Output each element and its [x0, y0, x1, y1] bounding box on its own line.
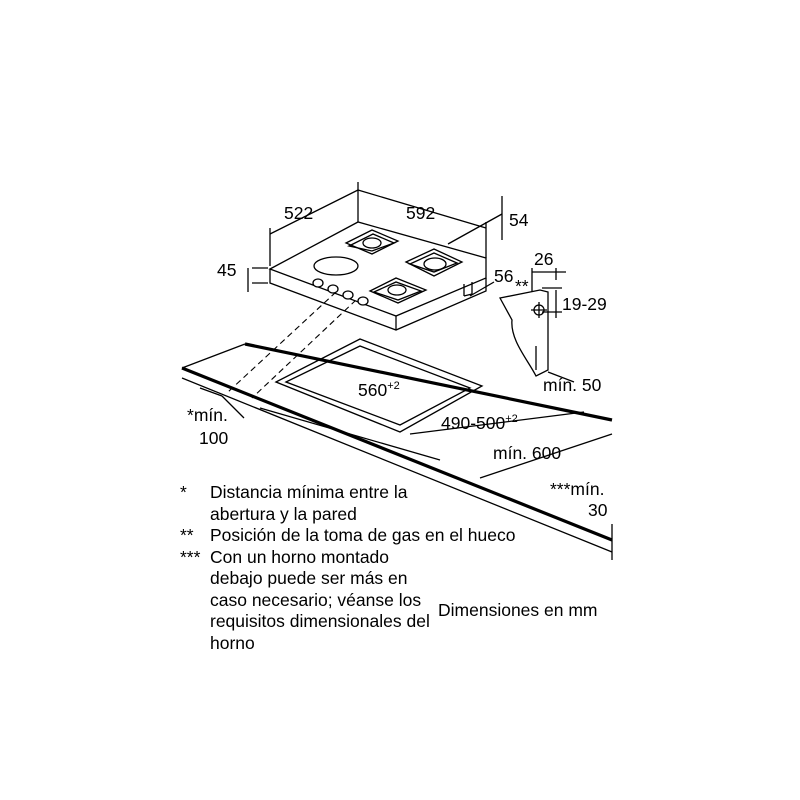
footnote: * Distancia mínima entre la abertura y l… [180, 482, 620, 525]
dim-width: 592 [406, 203, 435, 223]
gas-connector-detail [499, 289, 549, 377]
units-caption: Dimensiones en mm [438, 600, 598, 620]
dim-connector-width: 26 [534, 249, 553, 269]
gas-connector-stub [463, 282, 473, 297]
footnote-text: Con un horno montado debajo puede ser má… [210, 546, 430, 653]
burner-front [368, 277, 428, 304]
dim-oven-min-label: ***mín. [550, 479, 604, 499]
dim-height: 45 [217, 260, 236, 280]
footnote-mark: *** [180, 546, 201, 567]
footnotes: * Distancia mínima entre la abertura y l… [180, 482, 620, 654]
cutout [274, 338, 484, 433]
dim-wall-distance: *mín. [187, 405, 228, 425]
dim-right-offset: 54 [509, 210, 529, 230]
dimension-lines [199, 182, 613, 560]
dim-min-600: mín. 600 [493, 443, 561, 463]
wall-distance-marker: * [187, 405, 194, 425]
dim-min-50: mín. 50 [543, 375, 602, 395]
control-knobs [312, 278, 369, 306]
dim-wall-distance-value: 100 [199, 428, 228, 448]
dim-cutout-width: 560+2 [358, 380, 400, 400]
wok-burner-plate [313, 256, 359, 276]
cutout-depth-tolerance: +2 [505, 413, 518, 425]
footnote-mark: * [180, 482, 187, 502]
dim-oven-min-value: 30 [588, 500, 608, 520]
footnote-text: Posición de la toma de gas en el hueco [210, 525, 516, 545]
footnote-mark: ** [180, 525, 194, 545]
dim-depth: 522 [284, 203, 313, 223]
dim-connector-height: 19-29 [562, 294, 607, 314]
dim-connector-marker: ** [515, 276, 529, 296]
cutout-depth-value: 490-500 [441, 413, 505, 433]
projection-lines [227, 291, 357, 399]
footnote: ** Posición de la toma de gas en el huec… [180, 525, 620, 547]
footnote: *** Con un horno montado debajo puede se… [180, 547, 620, 655]
dim-connector-offset: 56 [494, 266, 513, 286]
cutout-width-tolerance: +2 [387, 380, 400, 392]
burner-right [404, 248, 464, 277]
cutout-width-value: 560 [358, 380, 387, 400]
wall-distance-min: mín. [194, 405, 228, 425]
dimension-labels: 522 592 54 45 56 26 ** 19-29 560+2 490-5… [187, 203, 608, 520]
hob-appliance [268, 221, 487, 331]
dim-cutout-depth: 490-500+2 [441, 413, 518, 433]
footnote-text: Distancia mínima entre la abertura y la … [210, 482, 408, 524]
burner-left [344, 229, 400, 255]
